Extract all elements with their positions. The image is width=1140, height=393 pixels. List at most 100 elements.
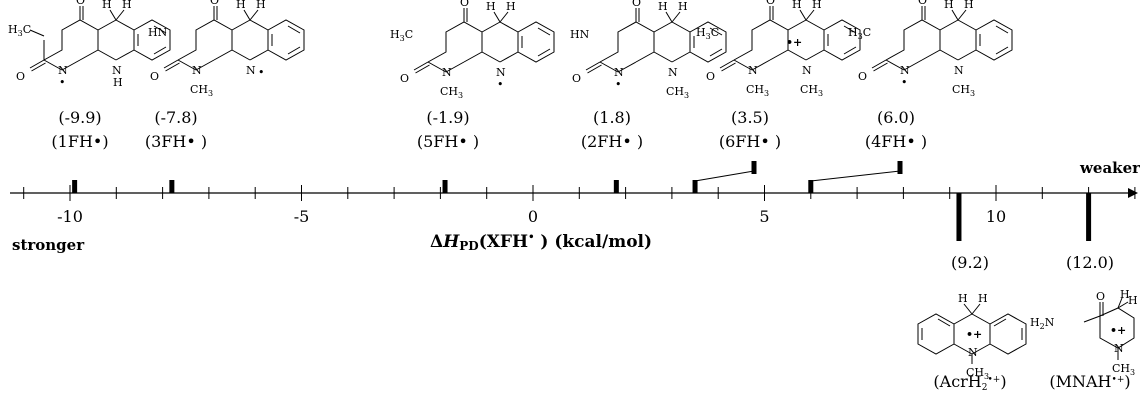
c5-h-left: H — [236, 0, 246, 11]
name-label-4fh: (4FH• ) — [865, 132, 927, 151]
name-label-6fh: (6FH• ) — [719, 132, 781, 151]
marker-mnah — [1086, 193, 1092, 241]
axis-arrowhead — [1128, 188, 1138, 198]
weaker-label: weaker — [1079, 159, 1140, 177]
n1-atom: N — [900, 64, 910, 77]
c5-h-right: H — [678, 0, 688, 13]
tick-label: 5 — [759, 207, 769, 226]
callout-line-6fh — [694, 170, 755, 182]
name-label-3fh: (3FH• ) — [145, 132, 207, 151]
n-methyl: CH3 — [1112, 362, 1135, 377]
callout-line-4fh — [810, 170, 901, 182]
amide-oxygen: O — [1096, 290, 1105, 303]
value-label-5fh: (-1.9) — [426, 108, 469, 127]
c5-h-left: H — [486, 0, 496, 13]
c2-oxygen: O — [400, 72, 409, 85]
compound-6fh: H3C N CH3 N CH3 •+ O O H H — [696, 0, 861, 98]
c5-h-right: H — [964, 0, 974, 11]
radical-cation: •+ — [966, 328, 982, 341]
radical-dot: • — [615, 78, 622, 91]
n1-atom: N — [442, 66, 452, 79]
compound-5fh: H3C N CH3 N • O O H H — [390, 0, 555, 100]
n10-atom: N — [802, 64, 812, 77]
n1-atom: N — [58, 64, 68, 77]
n1-methyl: CH3 — [440, 85, 463, 100]
c5-h-left: H — [792, 0, 802, 11]
c2-oxygen: O — [858, 70, 867, 83]
n1-atom: N — [192, 64, 202, 77]
c5-h-right: H — [812, 0, 822, 11]
n3-substituent: H3C — [696, 26, 719, 41]
n1-atom: N — [748, 64, 758, 77]
stronger-label: stronger — [12, 236, 85, 254]
marker-1fh — [72, 180, 78, 193]
marker-4fh — [808, 180, 814, 193]
c5-h-right: H — [122, 0, 132, 11]
c5-h-right: H — [256, 0, 266, 11]
marker-5fh — [442, 180, 448, 193]
name-label-mnah: (MNAH•+) — [1049, 372, 1130, 391]
tick-label: -5 — [294, 207, 310, 226]
radical-dot: • — [497, 78, 504, 91]
axis-title: ΔHPD(XFH• ) (kcal/mol) — [430, 232, 652, 253]
c9-h-left: H — [958, 292, 968, 305]
c4-oxygen: O — [460, 0, 469, 9]
callout-marker-4fh — [897, 161, 903, 174]
n10-methyl: CH3 — [800, 83, 823, 98]
radical-dot: • — [59, 76, 66, 89]
c5-h-left: H — [102, 0, 112, 11]
n10-atom: N — [668, 66, 678, 79]
name-label-acrh2: (AcrH2•+) — [933, 372, 1006, 393]
n1-methyl: CH3 — [190, 83, 213, 98]
compound-acrh2: H H N CH3 •+ — [917, 292, 1027, 381]
n3-hn: HN — [148, 26, 168, 39]
value-label-mnah: (12.0) — [1066, 253, 1114, 272]
marker-acrh2 — [956, 193, 962, 241]
value-markers — [72, 161, 1092, 241]
n1-atom: N — [1114, 342, 1124, 355]
value-label-4fh: (6.0) — [877, 108, 915, 127]
c4-oxygen: O — [76, 0, 85, 7]
n10-atom: N — [968, 346, 978, 359]
n3-substituent: H3C — [848, 26, 871, 41]
c2-oxygen: O — [572, 72, 581, 85]
c5-h-left: H — [658, 0, 668, 13]
n10-atom: N — [954, 64, 964, 77]
radical-cation: •+ — [1110, 324, 1126, 337]
marker-3fh — [169, 180, 175, 193]
value-label-3fh: (-7.8) — [154, 108, 197, 127]
radical-dot: • — [901, 76, 908, 89]
c4-oxygen: O — [210, 0, 219, 7]
n10-methyl: CH3 — [666, 85, 689, 100]
c5-h-right: H — [506, 0, 516, 13]
compound-2fh: HN N • N CH3 O O H H — [570, 0, 727, 100]
below-labels: (9.2)(AcrH2•+)(12.0)(MNAH•+) — [933, 253, 1130, 393]
radical-dot: • — [258, 66, 265, 79]
c9-h-right: H — [978, 292, 988, 305]
n10-atom: N — [496, 66, 506, 79]
name-label-5fh: (5FH• ) — [417, 132, 479, 151]
name-label-2fh: (2FH• ) — [581, 132, 643, 151]
n10-h: H — [113, 76, 123, 89]
c2-oxygen: O — [150, 70, 159, 83]
value-label-1fh: (-9.9) — [58, 108, 101, 127]
c4-oxygen: O — [918, 0, 927, 7]
marker-2fh — [613, 180, 619, 193]
n-methyl: CH3 — [966, 366, 989, 381]
n3-hn: HN — [570, 28, 590, 41]
amide-nh2: H2N — [1030, 316, 1055, 331]
c4-h-right: H — [1128, 294, 1138, 307]
c2-oxygen: O — [16, 70, 25, 83]
tick-label: -10 — [57, 207, 83, 226]
n3-substituent: H3C — [8, 23, 31, 38]
compound-3fh: HN N CH3 N • O O H H — [148, 0, 305, 98]
compound-1fh: H3C N • N H O O H H — [8, 0, 171, 89]
c5-h-left: H — [944, 0, 954, 11]
compound-mnah: O H2N H H N CH3 •+ — [1030, 288, 1138, 377]
n1-atom: N — [614, 66, 624, 79]
tick-label: 0 — [528, 207, 538, 226]
marker-6fh — [692, 180, 698, 193]
